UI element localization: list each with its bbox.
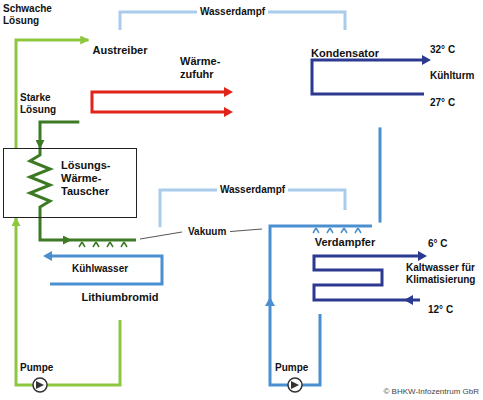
- heat-arrow: [224, 87, 233, 97]
- coil-arrow: [404, 295, 413, 305]
- coil-arrow: [418, 251, 427, 261]
- pump-symbol: [288, 378, 302, 392]
- coil-arrow: [422, 55, 431, 65]
- pump-symbol: [291, 381, 299, 389]
- vessel-body: [290, 210, 400, 320]
- liquid-level: [290, 270, 400, 320]
- diagram-label: 32° C: [430, 44, 480, 56]
- diagram-label: Vakuum: [186, 226, 230, 238]
- pump-symbol: [36, 381, 44, 389]
- liquid-level: [65, 85, 175, 140]
- diagram-label: Pumpe: [20, 362, 60, 374]
- vessel-title: Lithiumbromid: [65, 291, 175, 304]
- pipe-label: Schwache Lösung: [3, 3, 53, 27]
- spray-pipe: [71, 239, 136, 242]
- pipe-connector: [379, 127, 382, 222]
- spray-nozzles: [79, 242, 127, 247]
- pipe-connector: [16, 40, 88, 148]
- diagram-label: Pumpe: [275, 362, 315, 374]
- pipe-label: Wasserdampf: [217, 184, 288, 196]
- diagram-label: 12° C: [428, 304, 478, 316]
- diagram-label: Kaltwasser für Klimatisierung: [406, 262, 480, 286]
- vessel-body: [290, 30, 400, 140]
- vessel-title: Austreiber: [65, 44, 175, 57]
- refrigerant-loop: [270, 226, 372, 385]
- diagram-label: Kühlturm: [430, 70, 480, 82]
- evaporator-vessel: Verdampfer: [290, 210, 400, 320]
- vessel-shape: [290, 30, 400, 140]
- liquid-level: [65, 281, 175, 320]
- cooling-coil: [312, 60, 424, 94]
- vessel-body: [65, 210, 175, 320]
- diagram-label: 6° C: [428, 238, 478, 250]
- generator-vessel: AustreiberWärme- zufuhr: [65, 30, 175, 140]
- loop-arrow: [265, 297, 275, 306]
- vessel-shape: [290, 210, 400, 320]
- coil-arrow: [43, 251, 52, 261]
- cooling-coil: [50, 256, 162, 284]
- spray-nozzles: [313, 228, 361, 233]
- liquid-level: [290, 100, 400, 140]
- vessel-title: Verdampfer: [290, 236, 400, 249]
- pipe-connector: [40, 122, 79, 148]
- diagram-label: 27° C: [430, 97, 480, 109]
- heat-pipe: [92, 92, 225, 112]
- diagram-label: Kühlwasser: [72, 263, 142, 275]
- vessel-title: Kondensator: [290, 47, 400, 60]
- heat-exchanger-box: Lösungs- Wärme- Tauscher: [3, 148, 137, 218]
- diagram-label: © BHKW-Infozentrum GbR: [330, 387, 479, 397]
- vessel-body: [65, 30, 175, 140]
- pump-symbol: [33, 378, 47, 392]
- pipe-connector: [40, 218, 71, 240]
- heat-input-label: Wärme- zufuhr: [180, 55, 226, 81]
- chilled-water-coil: [314, 256, 420, 300]
- heat-arrow: [224, 107, 233, 117]
- condenser-vessel: Kondensator: [290, 30, 400, 140]
- vessel-title: Lösungs- Wärme- Tauscher: [61, 159, 131, 199]
- pipe-label: Starke Lösung: [20, 92, 66, 116]
- exchanger-coil: [30, 148, 50, 218]
- pipe-label: Wasserdampf: [197, 6, 268, 18]
